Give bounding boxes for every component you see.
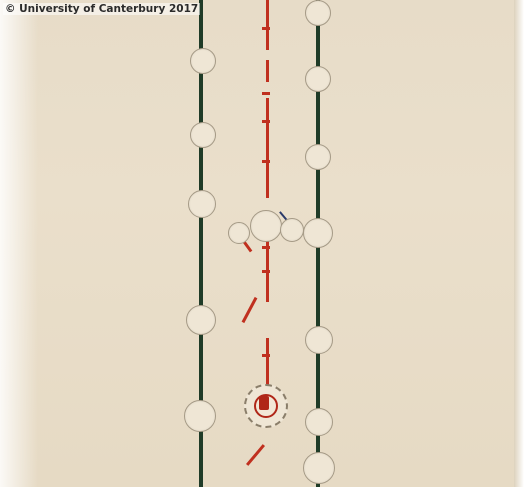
text-block [336, 384, 486, 436]
red-lineage-segment [266, 98, 269, 198]
roundel-name [280, 218, 304, 242]
red-lineage-branch [241, 296, 258, 324]
roundel-name [305, 144, 331, 170]
page-left-edge [0, 0, 38, 487]
red-lineage-segment [266, 338, 269, 388]
red-lineage-tick [262, 92, 270, 95]
roundel-name [190, 48, 216, 74]
roundel-name [250, 210, 282, 242]
text-block [66, 338, 184, 382]
roundel-name [305, 0, 331, 26]
page-right-edge [514, 0, 524, 487]
text-block [336, 306, 496, 374]
red-lineage-segment [266, 232, 269, 302]
lineage-line-left [199, 0, 203, 487]
roundel-name [188, 190, 216, 218]
red-lineage-tick [262, 270, 270, 273]
roundel-name [186, 305, 216, 335]
roundel-name [228, 222, 250, 244]
red-lineage-tick [262, 160, 270, 163]
text-block [66, 425, 190, 465]
red-lineage-tick [262, 354, 270, 357]
red-lineage-tick [262, 27, 270, 30]
roundel-name [184, 400, 216, 432]
roundel-name [303, 218, 333, 248]
text-block [70, 222, 180, 262]
roundel-name [305, 326, 333, 354]
roundel-name [303, 452, 335, 484]
text-block [336, 462, 476, 484]
red-lineage-tick [262, 120, 270, 123]
text-block [336, 0, 424, 10]
roundel-name [305, 408, 333, 436]
red-lineage-tick [262, 246, 270, 249]
copyright-watermark: © University of Canterbury 2017 [3, 3, 201, 15]
text-block [336, 222, 472, 246]
red-lineage-branch [245, 444, 266, 466]
red-lineage-segment [266, 0, 269, 50]
text-block [336, 280, 492, 300]
roundel-name [190, 122, 216, 148]
red-lineage-segment [266, 60, 269, 82]
royal-crest-icon [244, 384, 288, 428]
roundel-name [305, 66, 331, 92]
